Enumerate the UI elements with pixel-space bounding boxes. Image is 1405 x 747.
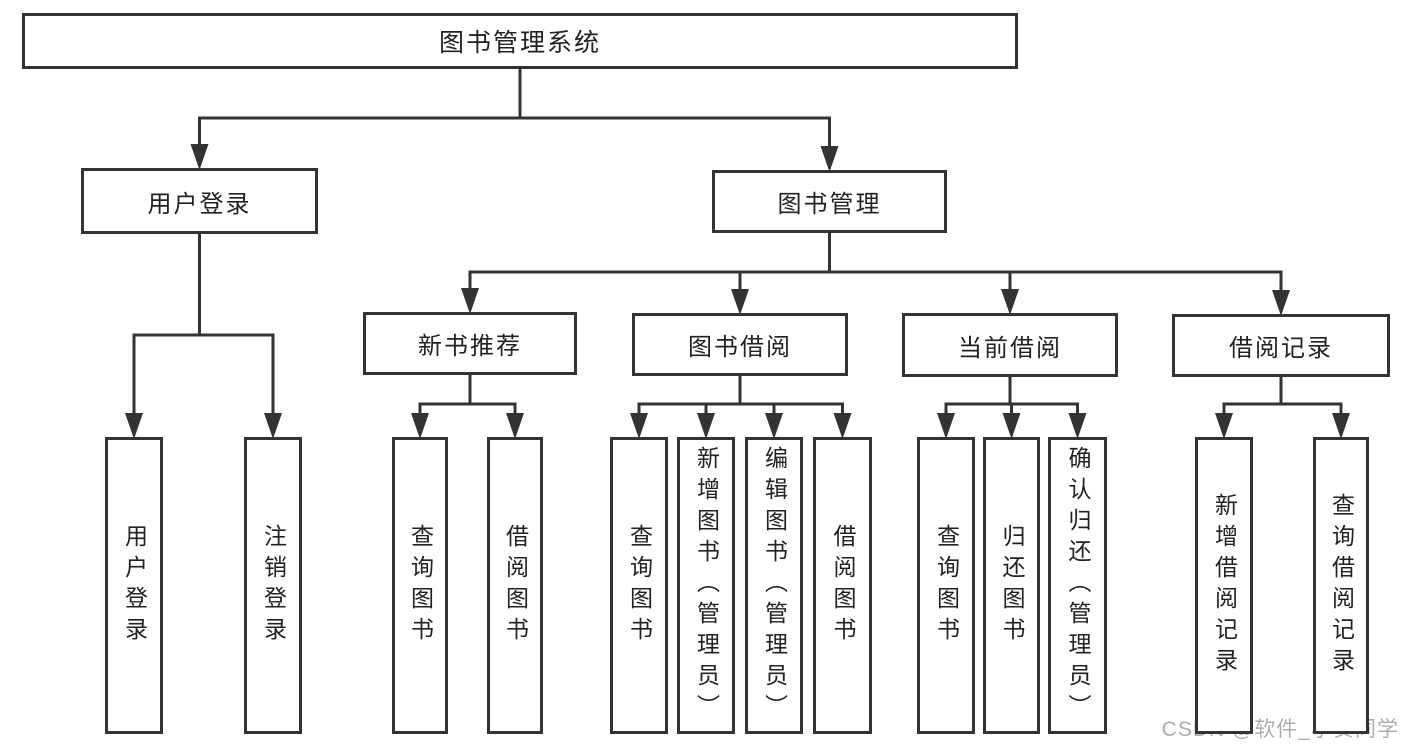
node-leaf-edit-book: 编辑图书（管理员） <box>745 437 803 734</box>
node-root: 图书管理系统 <box>22 13 1018 69</box>
node-borrow-records: 借阅记录 <box>1172 314 1390 377</box>
arrowhead-icon <box>1332 413 1350 439</box>
node-label-user-login: 用户登录 <box>147 190 252 218</box>
node-label-leaf-edit-book: 编辑图书（管理员） <box>761 446 788 725</box>
node-leaf-user-login: 用户登录 <box>105 437 163 734</box>
node-label-book-mgmt: 图书管理 <box>777 191 882 218</box>
arrowhead-icon <box>1068 413 1087 439</box>
node-leaf-return-book: 归还图书 <box>983 437 1040 734</box>
arrowhead-icon <box>411 413 429 439</box>
arrowhead-icon <box>1001 289 1019 315</box>
arrowhead-icon <box>190 144 209 170</box>
node-label-book-borrow: 图书借阅 <box>688 334 792 361</box>
arrowhead-icon <box>461 288 479 314</box>
node-label-leaf-borrow-book-2: 借阅图书 <box>830 523 856 648</box>
node-leaf-query-borrow-record: 查询借阅记录 <box>1313 437 1369 734</box>
node-leaf-confirm-return: 确认归还（管理员） <box>1048 437 1107 734</box>
node-label-leaf-user-login: 用户登录 <box>121 523 148 648</box>
node-user-login: 用户登录 <box>81 168 318 234</box>
arrowhead-icon <box>833 413 852 439</box>
arrowhead-icon <box>1002 413 1021 439</box>
node-label-root: 图书管理系统 <box>438 29 601 57</box>
node-leaf-query-book-3: 查询图书 <box>917 437 975 734</box>
node-current-borrow: 当前借阅 <box>902 313 1118 377</box>
node-new-book-rec: 新书推荐 <box>363 312 577 375</box>
node-label-leaf-logout: 注销登录 <box>260 523 287 648</box>
node-label-borrow-records: 借阅记录 <box>1229 335 1333 362</box>
node-leaf-borrow-book-2: 借阅图书 <box>813 437 872 734</box>
arrowhead-icon <box>765 413 783 439</box>
node-book-borrow: 图书借阅 <box>632 313 848 376</box>
node-leaf-borrow-book-1: 借阅图书 <box>487 437 543 734</box>
node-label-leaf-add-book: 新增图书（管理员） <box>693 446 720 725</box>
node-leaf-query-book-1: 查询图书 <box>392 437 448 734</box>
node-label-leaf-confirm-return: 确认归还（管理员） <box>1065 446 1091 725</box>
node-label-leaf-query-book-2: 查询图书 <box>626 523 653 648</box>
arrowhead-icon <box>506 413 524 439</box>
node-label-leaf-query-borrow-record: 查询借阅记录 <box>1328 492 1355 679</box>
node-label-new-book-rec: 新书推荐 <box>418 333 522 360</box>
node-label-leaf-query-book-1: 查询图书 <box>407 523 434 648</box>
arrowhead-icon <box>1272 290 1290 316</box>
arrowhead-icon <box>697 413 715 439</box>
arrowhead-icon <box>264 413 282 439</box>
node-leaf-logout: 注销登录 <box>244 437 302 734</box>
node-book-mgmt: 图书管理 <box>712 170 947 233</box>
node-label-current-borrow: 当前借阅 <box>958 334 1062 362</box>
arrowhead-icon <box>820 146 839 172</box>
node-leaf-query-book-2: 查询图书 <box>610 437 668 734</box>
node-leaf-add-borrow-record: 新增借阅记录 <box>1195 437 1253 734</box>
node-leaf-add-book: 新增图书（管理员） <box>677 437 735 734</box>
node-label-leaf-query-book-3: 查询图书 <box>933 523 960 648</box>
arrowhead-icon <box>125 413 143 439</box>
node-label-leaf-return-book: 归还图书 <box>999 523 1025 648</box>
arrowhead-icon <box>731 289 749 315</box>
arrowhead-icon <box>1215 413 1233 439</box>
arrowhead-icon <box>937 413 955 439</box>
arrowhead-icon <box>630 413 648 439</box>
node-label-leaf-borrow-book-1: 借阅图书 <box>502 523 529 648</box>
node-label-leaf-add-borrow-record: 新增借阅记录 <box>1211 492 1238 679</box>
